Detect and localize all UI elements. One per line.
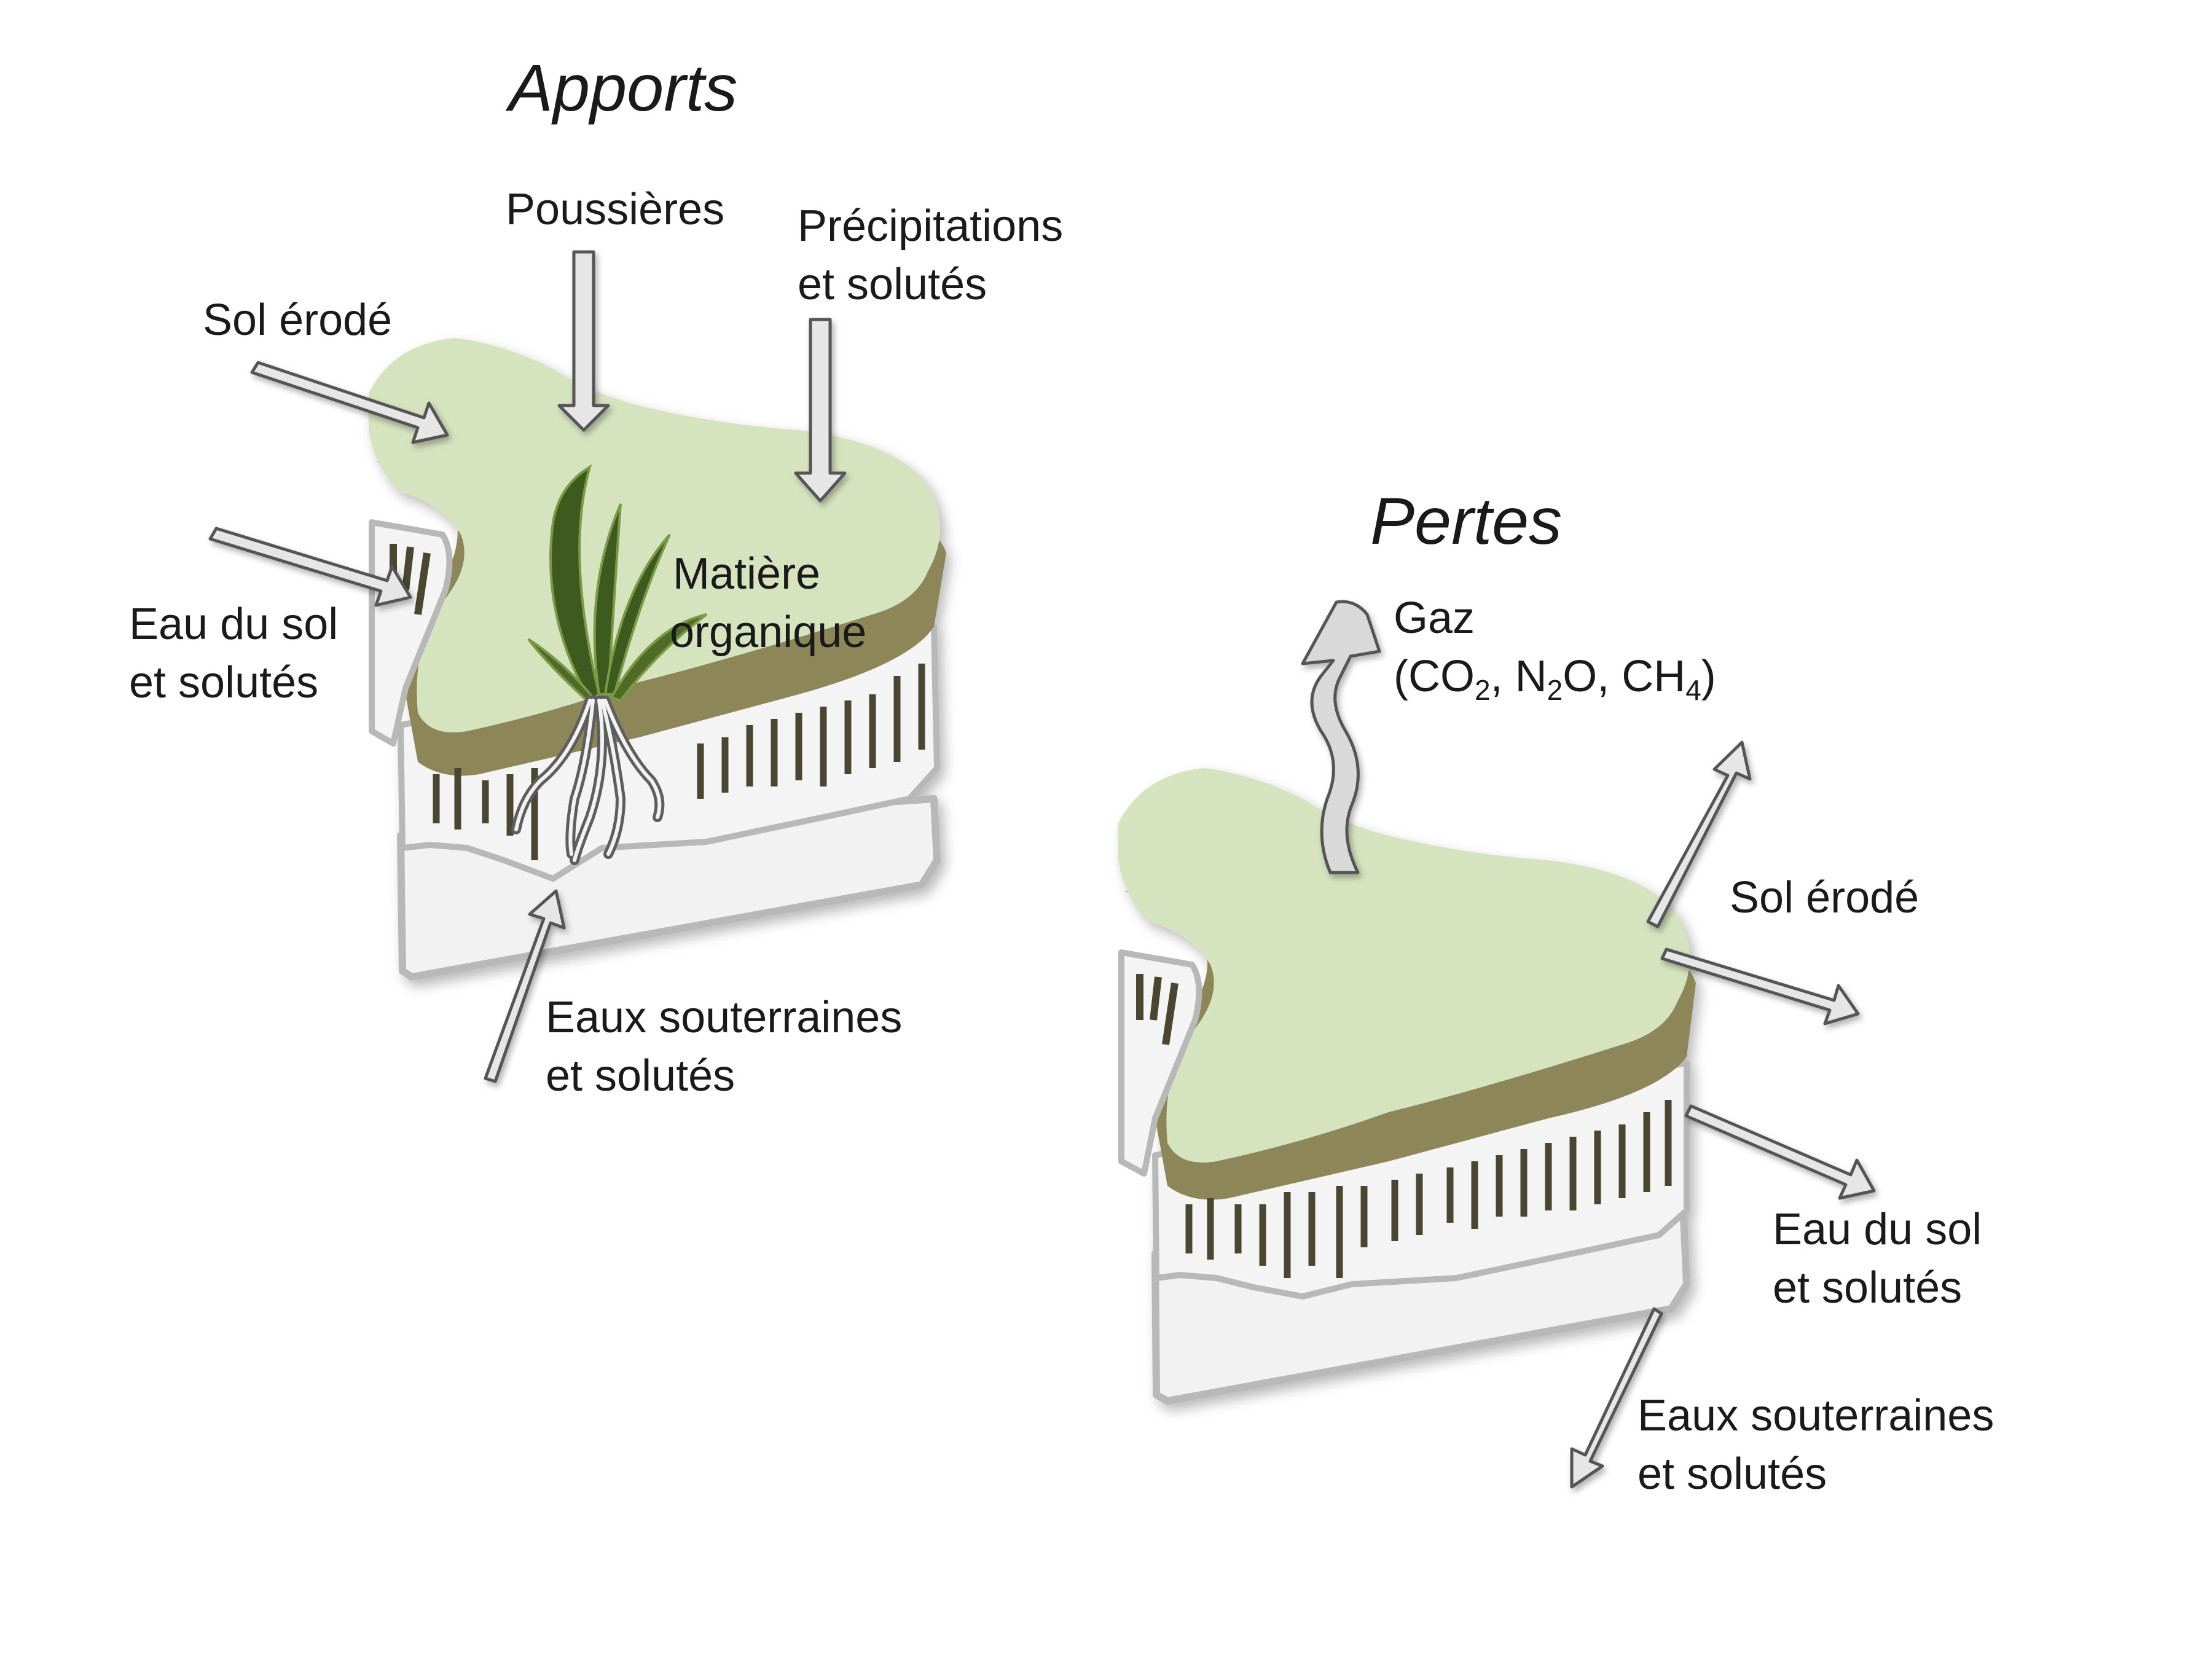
label-groundwater-out-line1: Eaux souterraines xyxy=(1637,1391,1994,1440)
losses-topsoil xyxy=(1118,768,1690,1163)
losses-title: Pertes xyxy=(1370,484,1562,558)
arrow-gas-out xyxy=(1301,600,1381,874)
arrow-groundwater-out xyxy=(1570,1307,1663,1489)
label-groundwater-in-line1: Eaux souterraines xyxy=(546,993,902,1042)
label-gas-line1: Gaz xyxy=(1394,594,1475,643)
label-precipitation-line2: et solutés xyxy=(798,260,987,309)
label-organic-matter-line2: organique xyxy=(670,608,866,657)
label-dust-in: Poussières xyxy=(506,185,724,234)
losses-streaks xyxy=(1185,1100,1672,1278)
arrow-dust-in xyxy=(557,250,610,432)
arrow-groundwater-in xyxy=(484,889,566,1083)
label-precipitation-line1: Précipitations xyxy=(798,202,1063,251)
arrow-soil-water-out xyxy=(1684,1104,1876,1200)
label-organic-matter-line1: Matière xyxy=(673,549,820,598)
label-groundwater-in-line2: et solutés xyxy=(546,1051,735,1100)
arrow-eroded-soil-in xyxy=(250,361,449,444)
plant-icon xyxy=(527,464,708,702)
label-soil-water-out-line1: Eau du sol xyxy=(1773,1205,1982,1254)
losses-soil-block xyxy=(1118,768,1696,1405)
label-eroded-soil-out: Sol érodé xyxy=(1730,873,1919,922)
label-eroded-soil-in: Sol érodé xyxy=(203,296,392,345)
arrow-soil-water-in xyxy=(208,527,412,607)
label-soil-water-out-line2: et solutés xyxy=(1773,1263,1962,1312)
losses-side-panel xyxy=(1118,949,1202,1177)
label-gas-line2: (CO2, N2O, CH4) xyxy=(1394,652,1716,706)
inputs-title: Apports xyxy=(505,50,737,125)
arrow-eroded-soil-out xyxy=(1660,947,1860,1026)
inputs-streaks xyxy=(433,664,925,860)
inputs-topsoil xyxy=(369,338,940,732)
label-soil-water-in-line1: Eau du sol xyxy=(129,600,338,649)
label-groundwater-out-line2: et solutés xyxy=(1637,1449,1827,1499)
arrow-precipitation-in xyxy=(794,318,847,503)
roots xyxy=(511,696,665,865)
label-soil-water-in-line2: et solutés xyxy=(129,658,318,707)
arrow-eroded-soil-out-up xyxy=(1646,740,1752,928)
